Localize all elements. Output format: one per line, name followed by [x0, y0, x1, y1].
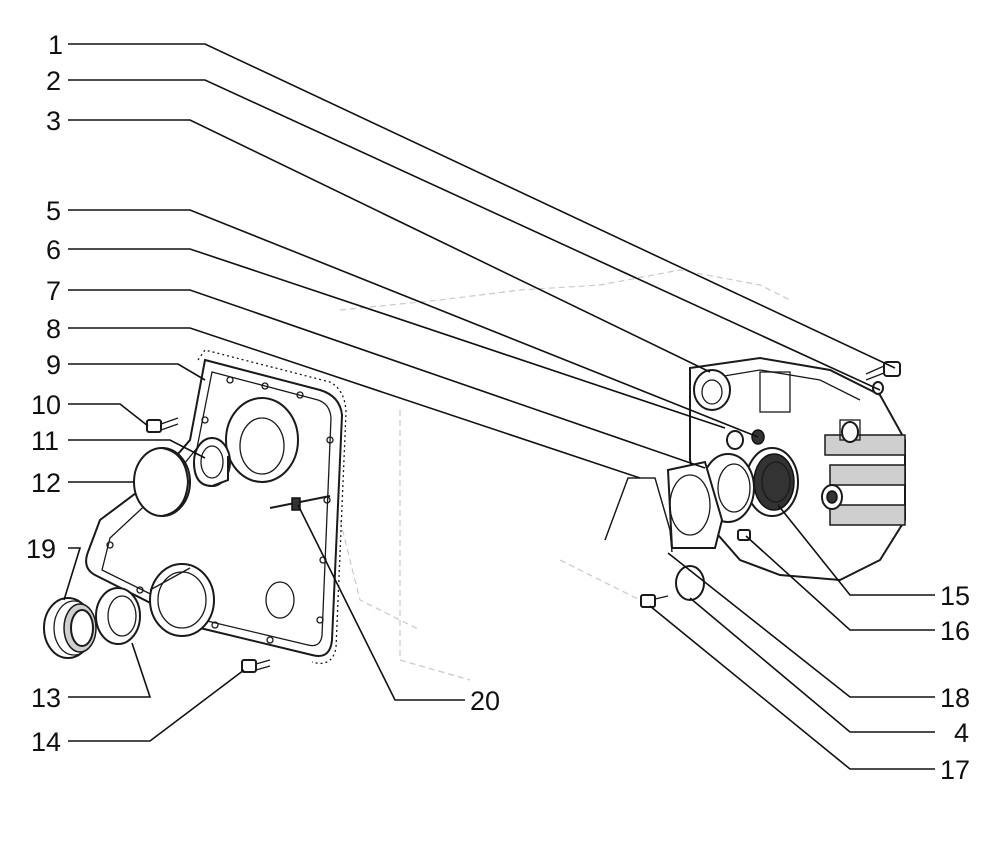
callout-numbers: 1 2 3 5 6 7 8 9 10 11 12 19 13 14 20 15 … — [26, 30, 970, 785]
cover-upper-boss — [225, 397, 299, 483]
leader-9 — [68, 363, 206, 381]
leader-20 — [297, 504, 465, 701]
part-19-seal-ring — [43, 597, 97, 659]
callout-17: 17 — [940, 755, 970, 785]
leader-19 — [63, 547, 82, 601]
callout-15: 15 — [940, 581, 970, 611]
leader-13 — [68, 642, 152, 698]
leader-4 — [689, 597, 935, 733]
part-10-bolt — [146, 417, 179, 433]
leader-5 — [68, 209, 759, 438]
part-13-ring — [95, 587, 141, 645]
part-20-stud — [269, 495, 331, 511]
callout-13: 13 — [31, 683, 61, 713]
cover-small-boss — [265, 581, 295, 619]
part-14-bolt — [241, 659, 271, 673]
callout-10: 10 — [31, 390, 61, 420]
leader-15 — [777, 504, 935, 596]
callout-4: 4 — [954, 718, 969, 748]
leader-lines — [63, 43, 935, 770]
callout-7: 7 — [46, 276, 61, 306]
engine-block-ghost — [339, 269, 791, 681]
part-8-carrier — [666, 460, 724, 549]
callout-16: 16 — [940, 616, 970, 646]
part-1-bolt — [865, 361, 901, 381]
part-4-plug — [675, 565, 705, 601]
callout-1: 1 — [48, 30, 63, 60]
part-11-bushing — [193, 437, 231, 488]
cover-lower-boss — [149, 563, 215, 637]
callout-18: 18 — [940, 683, 970, 713]
callout-2: 2 — [46, 66, 61, 96]
leader-16 — [745, 535, 935, 631]
callout-3: 3 — [46, 106, 61, 136]
part-3-dowel — [872, 381, 884, 395]
leader-8 — [68, 327, 641, 479]
callout-19: 19 — [26, 534, 56, 564]
leader-14 — [68, 669, 245, 742]
leader-6 — [68, 248, 726, 429]
part-18-gasket — [604, 477, 673, 553]
leader-7 — [68, 289, 706, 469]
leader-2 — [68, 79, 881, 391]
callout-11: 11 — [31, 426, 59, 456]
callout-20: 20 — [470, 686, 500, 716]
flywheel-housing — [689, 356, 906, 582]
callout-14: 14 — [31, 727, 61, 757]
callout-12: 12 — [31, 468, 61, 498]
leader-10 — [68, 403, 149, 427]
callout-6: 6 — [46, 235, 61, 265]
cover-gasket — [197, 349, 347, 665]
leader-3 — [68, 119, 711, 373]
part-6-seal-outer — [745, 447, 799, 517]
callout-8: 8 — [46, 314, 61, 344]
part-17-bolt — [640, 594, 669, 608]
callout-9: 9 — [46, 350, 61, 380]
leader-18 — [667, 552, 935, 698]
leader-11 — [68, 439, 206, 459]
leader-17 — [649, 605, 935, 770]
part-12-cap — [133, 447, 191, 517]
timing-cover-plate — [85, 358, 344, 657]
leader-1 — [68, 43, 896, 369]
callout-5: 5 — [46, 196, 61, 226]
